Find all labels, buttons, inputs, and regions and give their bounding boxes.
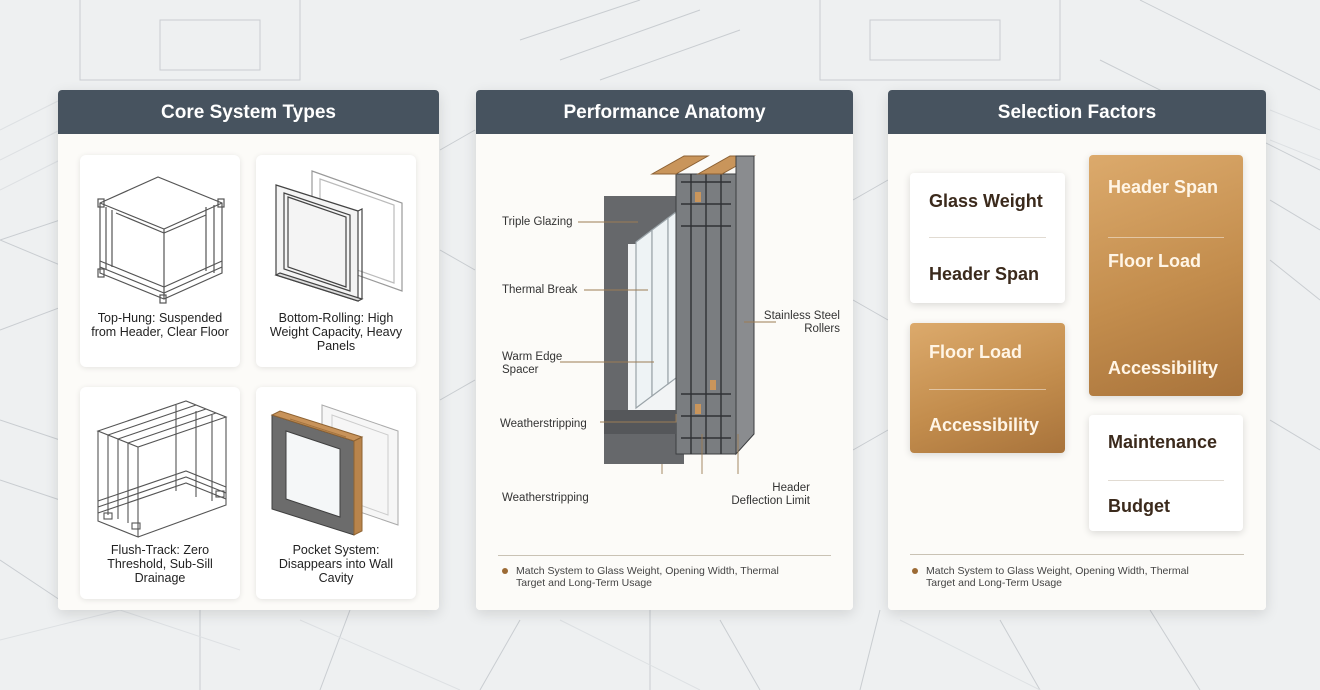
frame-cross-section-illustration [560, 155, 776, 474]
bullet-dot [912, 568, 918, 574]
divider-rule [910, 554, 1244, 555]
factor-label: Accessibility [929, 415, 1040, 435]
factor-divider [1108, 237, 1224, 238]
system-type-card-top-hung: Top-Hung: Suspended from Header, Clear F… [80, 155, 240, 367]
factor-label: Maintenance [1108, 432, 1218, 452]
system-type-caption: Top-Hung: Suspended from Header, Clear F… [91, 311, 229, 339]
callout-weatherstripping: Weatherstripping [500, 418, 587, 430]
factor-card-header-span: Header Span Floor Load Accessibility [1089, 155, 1243, 396]
callout-header-deflection: Header Deflection Limit [731, 482, 810, 507]
factor-label: Accessibility [1108, 358, 1219, 378]
system-type-caption: Pocket System: Disappears into Wall Cavi… [278, 543, 394, 585]
bullet-dot [502, 568, 508, 574]
factor-divider [929, 389, 1046, 390]
panel-body: Glass Weight Header Span Floor Load Acce… [888, 134, 1266, 610]
callout-triple-glazing: Triple Glazing [502, 216, 573, 228]
bottom-rolling-frame-icon [274, 170, 403, 302]
callout-warm-edge-spacer: Warm Edge Spacer [502, 351, 563, 376]
footnote: Match System to Glass Weight, Opening Wi… [926, 565, 1189, 589]
core-system-types-panel: Core System Types Top-Hung: Suspended fr… [58, 90, 439, 610]
factor-label: Header Span [929, 264, 1040, 284]
selection-factors-panel: Selection Factors Glass Weight Header Sp… [888, 90, 1266, 610]
factor-card-floor-load: Floor Load Accessibility [910, 323, 1065, 453]
panel-title: Core System Types [58, 90, 439, 134]
system-type-caption: Flush-Track: Zero Threshold, Sub-Sill Dr… [107, 543, 213, 585]
panel-title: Selection Factors [888, 90, 1266, 134]
factor-card-glass-weight: Glass Weight Header Span [910, 173, 1065, 303]
flush-track-frame-icon [96, 400, 228, 538]
factor-label: Floor Load [1108, 251, 1201, 271]
factor-label: Floor Load [929, 342, 1022, 362]
pocket-system-frame-icon [270, 404, 399, 536]
factor-card-maintenance: Maintenance Budget [1089, 415, 1243, 531]
panel-title: Performance Anatomy [476, 90, 853, 134]
system-type-caption: Bottom-Rolling: High Weight Capacity, He… [269, 311, 403, 353]
callout-stainless-rollers: Stainless Steel Rollers [763, 310, 840, 335]
system-type-card-pocket: Pocket System: Disappears into Wall Cavi… [256, 387, 416, 599]
system-type-card-flush-track: Flush-Track: Zero Threshold, Sub-Sill Dr… [80, 387, 240, 599]
panel-body: Triple Glazing Thermal Break Warm Edge S… [476, 134, 853, 610]
factor-label: Budget [1108, 496, 1170, 516]
footnote: Match System to Glass Weight, Opening Wi… [516, 565, 779, 589]
callout-thermal-break: Thermal Break [502, 284, 578, 296]
panel-body: Top-Hung: Suspended from Header, Clear F… [58, 134, 439, 610]
factor-divider [929, 237, 1046, 238]
system-type-card-bottom-rolling: Bottom-Rolling: High Weight Capacity, He… [256, 155, 416, 367]
factor-label: Glass Weight [929, 191, 1043, 211]
top-hung-frame-icon [97, 176, 225, 304]
factor-divider [1108, 480, 1224, 481]
performance-anatomy-panel: Performance Anatomy [476, 90, 853, 610]
factor-label: Header Span [1108, 177, 1219, 197]
divider-rule [498, 555, 831, 556]
callout-weatherstripping: Weatherstripping [502, 492, 589, 504]
